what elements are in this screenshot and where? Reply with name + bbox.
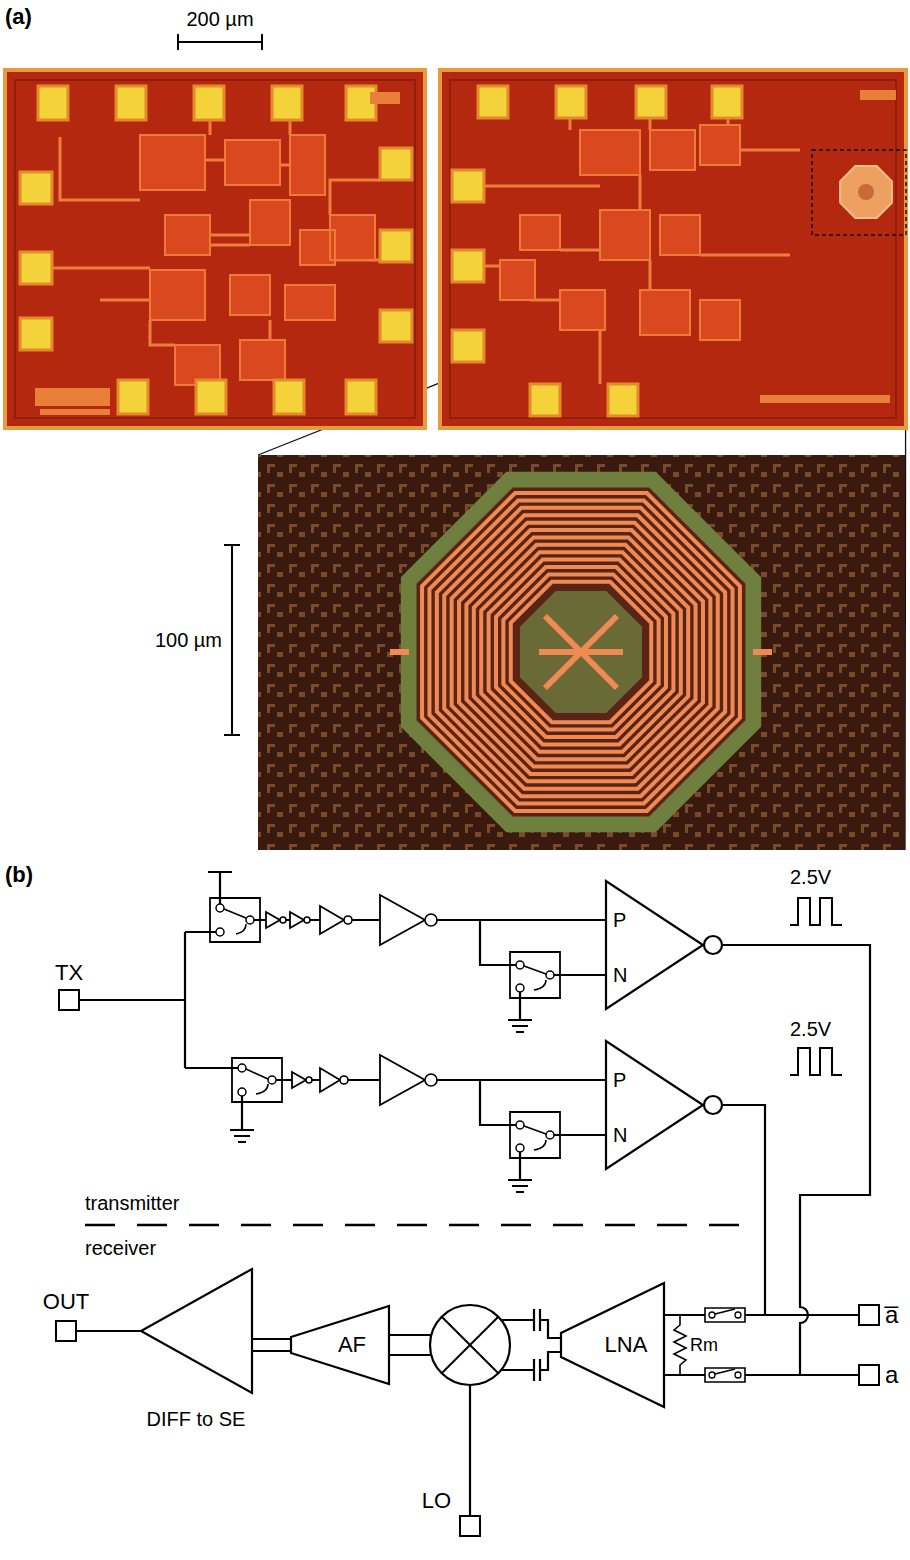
signal-wire <box>723 1105 858 1315</box>
ground-symbol <box>230 1020 532 1192</box>
pin-square <box>859 1365 879 1385</box>
output-bubble <box>704 936 722 954</box>
pin-terminal: OUT <box>55 1320 77 1342</box>
pulse-waveform <box>790 1048 842 1075</box>
resistor-symbol <box>674 1315 686 1375</box>
panel-label: (b) <box>5 862 33 887</box>
inverter-bubble <box>280 914 437 1086</box>
pin-terminal: a <box>858 1364 880 1386</box>
input-label: N <box>613 1124 627 1147</box>
amplifier-triangle <box>141 1269 252 1393</box>
voltage-label: 2.5V <box>790 866 831 889</box>
block-label: DIFF to SE <box>147 1408 246 1431</box>
scale-label: 200 µm <box>186 8 253 31</box>
converter-amplifier: DIFF to SE <box>140 1268 252 1394</box>
pin-label: TX <box>55 960 83 985</box>
pin-square <box>59 990 79 1010</box>
pin-label: a̅ <box>885 1301 898 1329</box>
pin-terminal: LO <box>459 1515 481 1537</box>
node-outline <box>140 1268 252 1394</box>
signal-wire <box>77 1330 140 1332</box>
inset-ground <box>258 455 905 850</box>
node-outline <box>605 1040 723 1170</box>
mixer-symbol <box>430 1305 510 1385</box>
driver-amplifier: PN <box>605 880 723 1010</box>
section-label: receiver <box>85 1237 156 1260</box>
block-label: LNA <box>605 1332 648 1357</box>
inverter-symbol <box>266 895 425 1105</box>
pin-terminal: a̅ <box>858 1304 880 1326</box>
signal-wire <box>252 1338 290 1340</box>
switch-lever <box>224 909 546 1150</box>
scale-bar <box>224 545 240 735</box>
node-outline <box>58 989 80 1011</box>
amplifier-triangle <box>606 1041 703 1169</box>
voltage-label: 2.5V <box>790 1018 831 1041</box>
section-divider <box>85 1224 750 1227</box>
capacitor-symbol <box>534 1309 540 1381</box>
chip-logo <box>760 90 896 403</box>
block-label: AF <box>338 1332 366 1357</box>
scale-bar <box>178 34 262 50</box>
bond-pad <box>452 86 742 416</box>
chip-block <box>140 135 375 385</box>
inductor-lead <box>390 616 772 688</box>
pin-label: a <box>885 1361 898 1389</box>
resistor-label: Rm <box>690 1335 718 1356</box>
signal-wire <box>252 1350 290 1352</box>
node-outline <box>55 1320 77 1342</box>
bond-pad <box>20 86 412 414</box>
pin-square <box>56 1321 76 1341</box>
low-noise-amplifier: LNA <box>560 1282 665 1408</box>
amplifier-triangle <box>606 881 703 1009</box>
panel-label: (a) <box>5 4 32 29</box>
pin-label: OUT <box>43 1289 89 1314</box>
chip-seal-ring <box>15 80 415 418</box>
inductor-centre <box>858 184 874 200</box>
amplifier-triangle <box>291 1306 389 1384</box>
scale-label: 100 µm <box>155 629 222 652</box>
pin-square <box>859 1305 879 1325</box>
signal-wire <box>723 945 870 1375</box>
pin-label: LO <box>422 1488 451 1513</box>
amplifier-triangle <box>561 1283 664 1407</box>
section-label: transmitter <box>85 1192 179 1215</box>
inductor-thumbnail <box>840 166 892 218</box>
pin-terminal: TX <box>58 989 80 1011</box>
zoom-frame <box>812 150 906 235</box>
pin-square <box>460 1516 480 1536</box>
input-label: N <box>613 964 627 987</box>
node-outline <box>459 1515 481 1537</box>
filter-amplifier: AF <box>290 1305 390 1385</box>
node-outline <box>858 1364 880 1386</box>
chip-die <box>5 70 425 428</box>
chip-wiring <box>484 118 800 384</box>
chip-logo <box>35 92 400 415</box>
output-bubble <box>704 1096 722 1114</box>
node-outline <box>605 880 723 1010</box>
chip-seal-ring <box>450 80 896 418</box>
input-label: P <box>613 1069 626 1092</box>
pulse-waveform <box>790 898 842 925</box>
driver-amplifier: PN <box>605 1040 723 1170</box>
input-label: P <box>613 909 626 932</box>
chip-die <box>440 70 906 428</box>
mixer-cross <box>442 1317 499 1374</box>
node-outline <box>858 1304 880 1326</box>
chip-wiring <box>52 120 380 385</box>
chip-block <box>500 125 740 340</box>
